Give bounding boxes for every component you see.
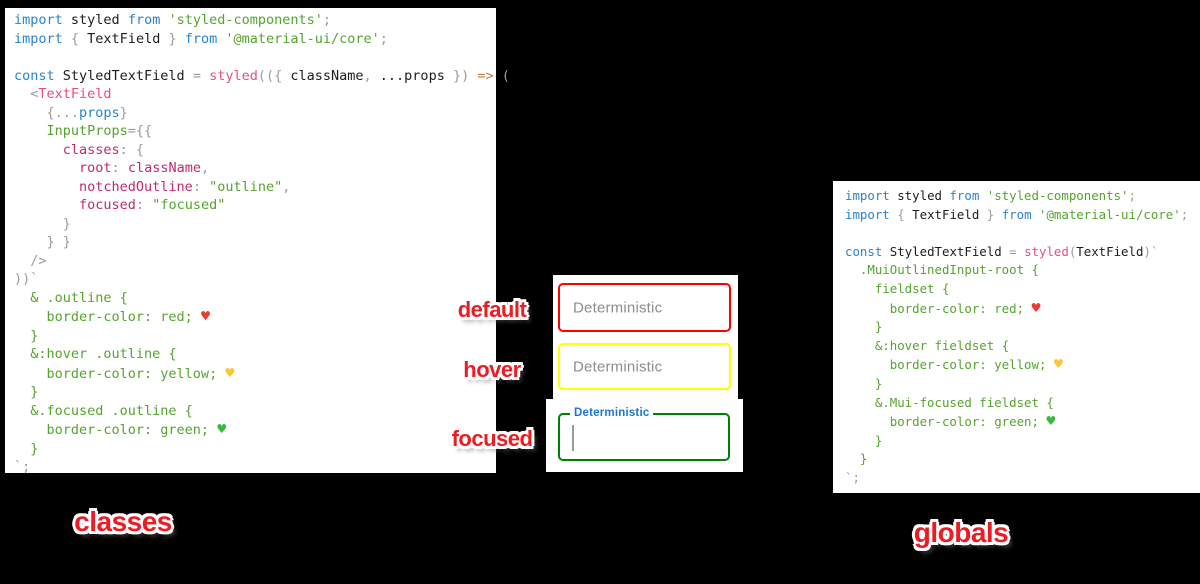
code-line: border-color: green; ♥ bbox=[845, 412, 1056, 431]
code-line: const StyledTextField = styled(TextField… bbox=[845, 243, 1159, 259]
sticker-default: default bbox=[457, 297, 527, 322]
code-line bbox=[845, 224, 1200, 243]
sticker-focused: focused bbox=[451, 426, 533, 451]
code-line: &:hover fieldset { bbox=[845, 337, 1010, 353]
code-line: &.Mui-focused fieldset { bbox=[845, 394, 1054, 410]
code-line: border-color: green; ♥ bbox=[14, 420, 227, 438]
textfield-hover-placeholder: Deterministic bbox=[573, 358, 663, 375]
code-line: InputProps={{ bbox=[14, 123, 153, 139]
code-line: const StyledTextField = styled(({ classN… bbox=[14, 67, 510, 84]
code-line: ))` bbox=[14, 271, 39, 287]
code-line: } bbox=[845, 319, 883, 335]
code-line bbox=[14, 48, 496, 67]
code-line: fieldset { bbox=[845, 280, 950, 296]
code-line: } bbox=[14, 384, 39, 400]
code-line: } bbox=[14, 440, 39, 457]
code-line: border-color: yellow; ♥ bbox=[845, 355, 1063, 374]
textfield-focused-label: Deterministic bbox=[570, 407, 654, 419]
code-line: notchedOutline: "outline", bbox=[14, 178, 291, 195]
code-line: `; bbox=[14, 459, 31, 475]
textfield-default-placeholder: Deterministic bbox=[573, 299, 663, 316]
code-line: } bbox=[845, 432, 883, 448]
code-line: } bbox=[845, 451, 868, 467]
code-line: border-color: red; ♥ bbox=[14, 307, 210, 325]
code-panel-classes: import styled from 'styled-components'; i… bbox=[5, 8, 510, 475]
code-line: root: className, bbox=[14, 160, 210, 176]
code-line: } bbox=[14, 215, 71, 232]
code-line: `; bbox=[845, 469, 860, 485]
code-line: {...props} bbox=[14, 104, 128, 121]
sticker-classes: classes bbox=[74, 506, 172, 537]
code-line: classes: { bbox=[14, 141, 145, 158]
code-line: focused: "focused" bbox=[14, 197, 226, 213]
code-line: &.focused .outline { bbox=[14, 402, 193, 419]
sticker-hover: hover bbox=[463, 357, 521, 382]
code-line: border-color: red; ♥ bbox=[845, 298, 1041, 317]
code-line: &:hover .outline { bbox=[14, 346, 177, 362]
text-caret bbox=[572, 425, 574, 451]
code-line: } bbox=[14, 327, 39, 344]
code-line: import { TextField } from '@material-ui/… bbox=[845, 206, 1189, 222]
code-line: .MuiOutlinedInput-root { bbox=[845, 262, 1039, 278]
code-panel-globals: import styled from 'styled-components'; i… bbox=[833, 181, 1200, 493]
sticker-globals: globals bbox=[913, 517, 1009, 548]
code-line: import styled from 'styled-components'; bbox=[14, 12, 332, 28]
code-line: import styled from 'styled-components'; bbox=[845, 188, 1136, 203]
code-line: import { TextField } from '@material-ui/… bbox=[14, 30, 388, 47]
code-line: } bbox=[845, 375, 883, 391]
code-line: <TextField bbox=[14, 86, 112, 102]
code-line: } } bbox=[14, 234, 71, 250]
code-line: /> bbox=[14, 252, 47, 269]
code-line: border-color: yellow; ♥ bbox=[14, 363, 235, 382]
textfield-focused[interactable]: Deterministic bbox=[558, 407, 730, 461]
code-line: & .outline { bbox=[14, 289, 128, 306]
textfield-hover[interactable]: Deterministic bbox=[558, 343, 731, 390]
textfield-default[interactable]: Deterministic bbox=[558, 283, 731, 332]
